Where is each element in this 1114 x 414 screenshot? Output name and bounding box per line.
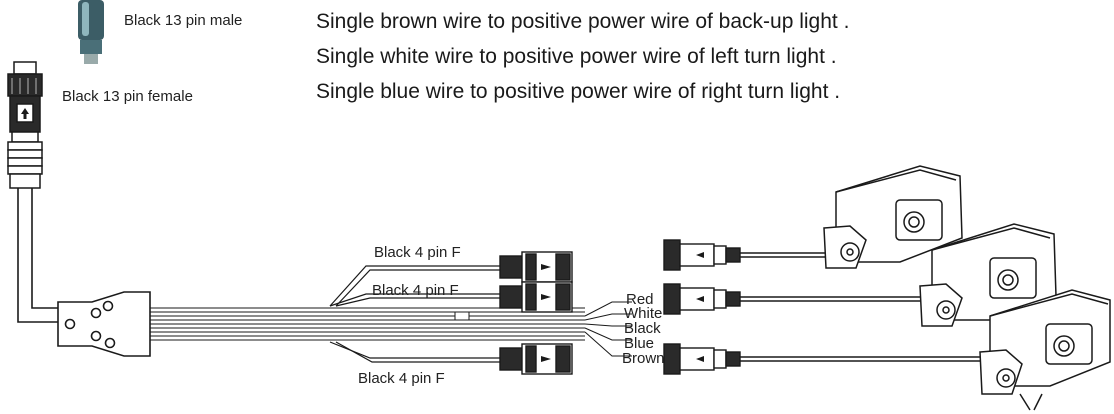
- branch-cables: [329, 265, 500, 363]
- instruction-brown: Single brown wire to positive power wire…: [316, 10, 850, 33]
- wire-label-black: Black: [624, 320, 661, 337]
- camera-2: [919, 223, 1057, 327]
- wire-label-red: Red: [626, 291, 654, 308]
- camera-connector-1: [663, 239, 830, 271]
- branch-connector-3: [499, 343, 573, 375]
- camera-3: [979, 289, 1111, 411]
- wire-bundle: [150, 301, 632, 357]
- camera-1: [823, 165, 963, 269]
- wire-label-brown: Brown: [622, 350, 665, 367]
- instruction-white: Single white wire to positive power wire…: [316, 45, 837, 68]
- camera-connector-2: [663, 283, 930, 315]
- female-connector-13pin: [7, 61, 43, 189]
- branch-connector-1: [499, 251, 573, 283]
- camera-connector-3: [663, 343, 990, 375]
- male-connector-label: Black 13 pin male: [124, 12, 243, 29]
- wire-label-white: White: [624, 305, 663, 322]
- wire-label-blue: Blue: [624, 335, 655, 352]
- branch-connector-2: [499, 281, 573, 313]
- junction-box: [57, 291, 151, 357]
- branch-label-2: Black 4 pin F: [372, 282, 459, 299]
- branch-label-1: Black 4 pin F: [374, 244, 461, 261]
- instruction-blue: Single blue wire to positive power wire …: [316, 80, 841, 103]
- branch-label-3: Black 4 pin F: [358, 370, 445, 387]
- male-connector-image: [78, 0, 104, 64]
- main-cable: [17, 188, 62, 323]
- female-connector-label: Black 13 pin female: [62, 88, 193, 105]
